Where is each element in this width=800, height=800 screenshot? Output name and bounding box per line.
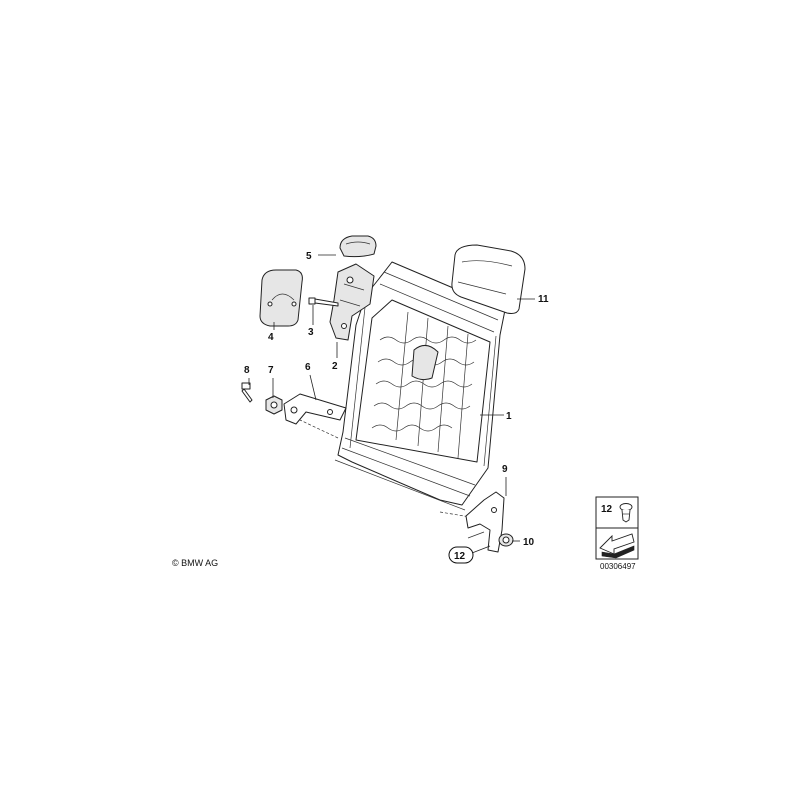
bushing [498,533,514,547]
callout-5: 5 [306,251,312,262]
bolt [308,297,339,307]
callout-4: 4 [268,332,274,343]
pivot-axis-left [299,419,339,439]
backrest-frame [334,261,506,511]
callout-2: 2 [332,361,338,372]
legend-box: 12 [595,496,639,560]
callout-6: 6 [305,362,311,373]
svg-text:12: 12 [454,551,466,562]
hinge-bracket-left [283,393,347,425]
callout-8: 8 [244,365,250,376]
copyright-label: © BMW AG [172,558,218,568]
reference-number: 00306497 [600,562,636,571]
callout-9: 9 [502,464,508,475]
callout-7: 7 [268,365,274,376]
callout-12-circled: 12 [448,546,474,564]
headrest-pad [451,244,526,314]
hinge-bracket-right [465,491,505,553]
trim-cover [259,269,303,327]
leader-lines [248,254,535,554]
callout-11: 11 [538,294,549,305]
callout-1: 1 [506,411,512,422]
cap-cover [339,235,377,258]
screw [241,382,253,403]
legend-callout-12: 12 [601,504,613,515]
clip-fastener-icon [619,503,633,523]
latch-mechanism [329,263,375,341]
callout-10: 10 [523,537,535,548]
nut [265,395,283,415]
callout-3: 3 [308,327,314,338]
orientation-arrow-icon [599,533,635,559]
